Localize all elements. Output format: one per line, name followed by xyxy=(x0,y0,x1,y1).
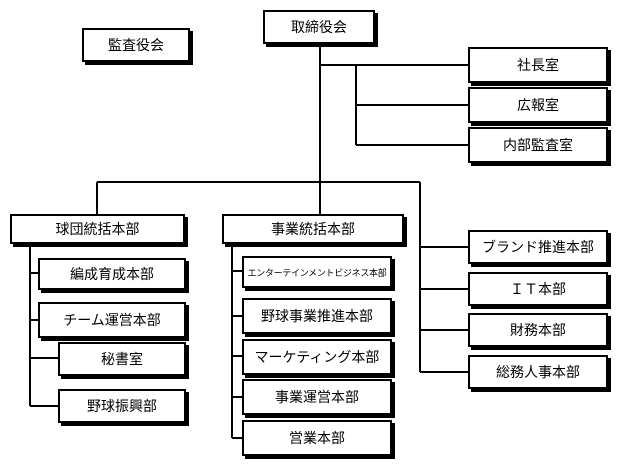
right-dept-box: 財務本部 xyxy=(468,313,608,347)
audit-board-box: 監査役会 xyxy=(82,28,190,62)
board-of-directors-box: 取締役会 xyxy=(263,10,375,44)
president-office-box: 社長室 xyxy=(468,47,608,83)
team-dept-box: 秘書室 xyxy=(58,342,186,376)
business-dept-box: エンターテインメントビジネス本部 xyxy=(242,256,392,288)
right-dept-box: 総務人事本部 xyxy=(468,355,608,389)
business-dept-box: マーケティング本部 xyxy=(242,339,392,375)
business-hq-box: 事業統括本部 xyxy=(222,214,404,244)
team-dept-box: 野球振興部 xyxy=(58,389,186,423)
team-dept-box: 編成育成本部 xyxy=(38,258,186,290)
team-dept-box: チーム運営本部 xyxy=(38,302,186,338)
team-hq-box: 球団統括本部 xyxy=(10,214,185,244)
business-dept-box: 営業本部 xyxy=(242,420,392,456)
right-dept-box: ＩＴ本部 xyxy=(468,272,608,306)
internal-audit-box: 内部監査室 xyxy=(468,127,608,163)
right-dept-box: ブランド推進本部 xyxy=(468,230,608,264)
business-dept-box: 野球事業推進本部 xyxy=(242,298,392,334)
business-dept-box: 事業運営本部 xyxy=(242,379,392,415)
pr-office-box: 広報室 xyxy=(468,87,608,123)
